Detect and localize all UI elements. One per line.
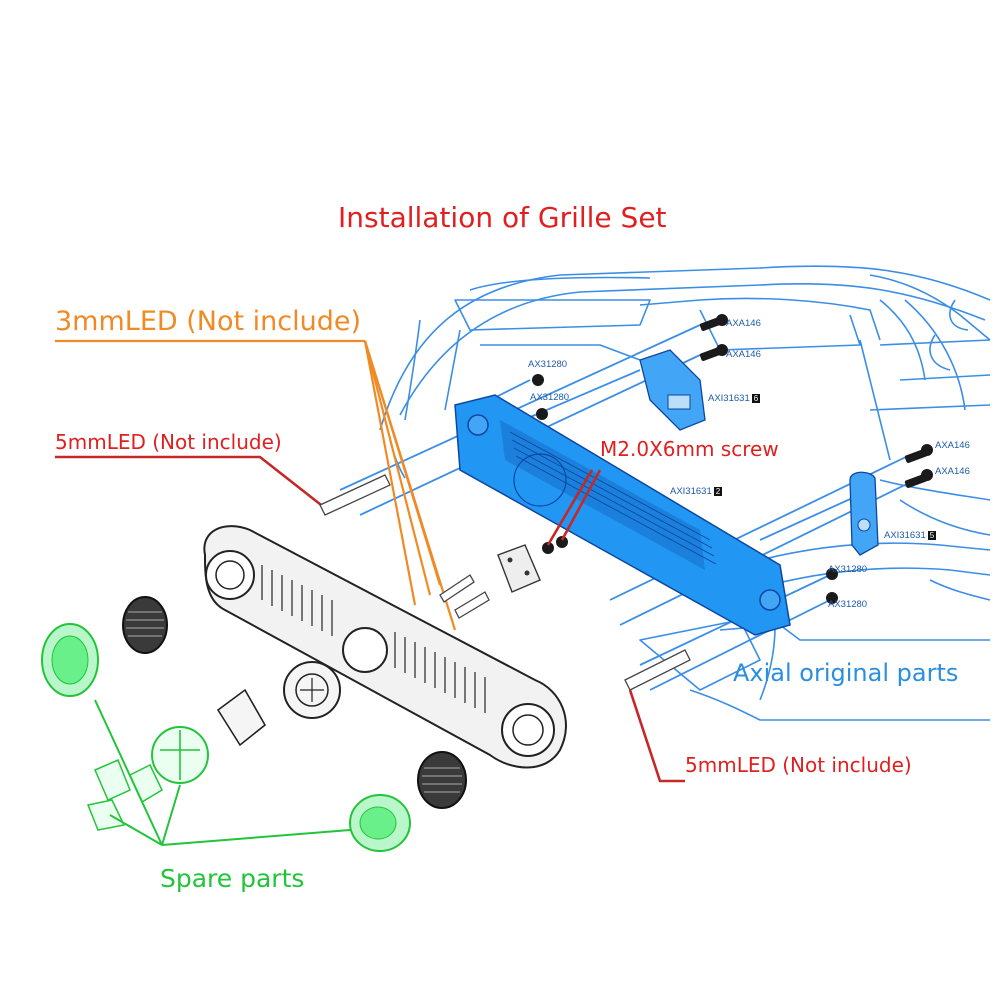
- part-index-badge: 6: [751, 394, 761, 403]
- diagram-title: Installation of Grille Set: [338, 201, 667, 234]
- axial-mount-bracket-right: [849, 471, 879, 556]
- label-3mm-led: 3mmLED (Not include): [55, 306, 362, 337]
- headlight-right: [417, 751, 467, 809]
- label-spare-parts: Spare parts: [160, 864, 305, 893]
- axial-grille-mount: [454, 394, 791, 636]
- part-number-axa146: AXA146: [726, 318, 761, 329]
- part-number-text: AXI31631: [884, 530, 926, 541]
- grille-front: [203, 525, 567, 769]
- label-screw: M2.0X6mm screw: [600, 437, 779, 461]
- part-number-axa146: AXA146: [726, 349, 761, 360]
- center-light-housing: [283, 661, 341, 719]
- red-leaders: [55, 455, 685, 783]
- screws: [532, 314, 933, 604]
- headlight-left: [122, 596, 168, 654]
- part-number-ax31280: AX31280: [530, 392, 570, 403]
- led-bars: [319, 474, 691, 691]
- part-number-ax31280: AX31280: [828, 599, 868, 610]
- plate-bracket: [497, 544, 541, 593]
- part-number-ax31280: AX31280: [528, 359, 568, 370]
- spare-parts-group: [41, 623, 411, 852]
- part-number-ax31280: AX31280: [828, 564, 868, 575]
- part-number-axa146: AXA146: [935, 440, 970, 451]
- part-index-badge: 2: [713, 487, 723, 496]
- light-bezel-piece: [216, 688, 267, 747]
- axial-mount-bracket-left: [639, 349, 706, 431]
- part-number-text: AXI31631: [670, 486, 712, 497]
- led-3mm-leaders: [55, 339, 457, 631]
- part-number-axa146: AXA146: [935, 466, 970, 477]
- label-5mm-led-right: 5mmLED (Not include): [685, 753, 912, 777]
- label-5mm-led-left: 5mmLED (Not include): [55, 430, 282, 454]
- part-number-text: AXI31631: [708, 393, 750, 404]
- part-index-badge: 5: [927, 531, 937, 540]
- spare-parts-leaders: [94, 699, 351, 846]
- label-axial-original-parts: Axial original parts: [733, 659, 959, 687]
